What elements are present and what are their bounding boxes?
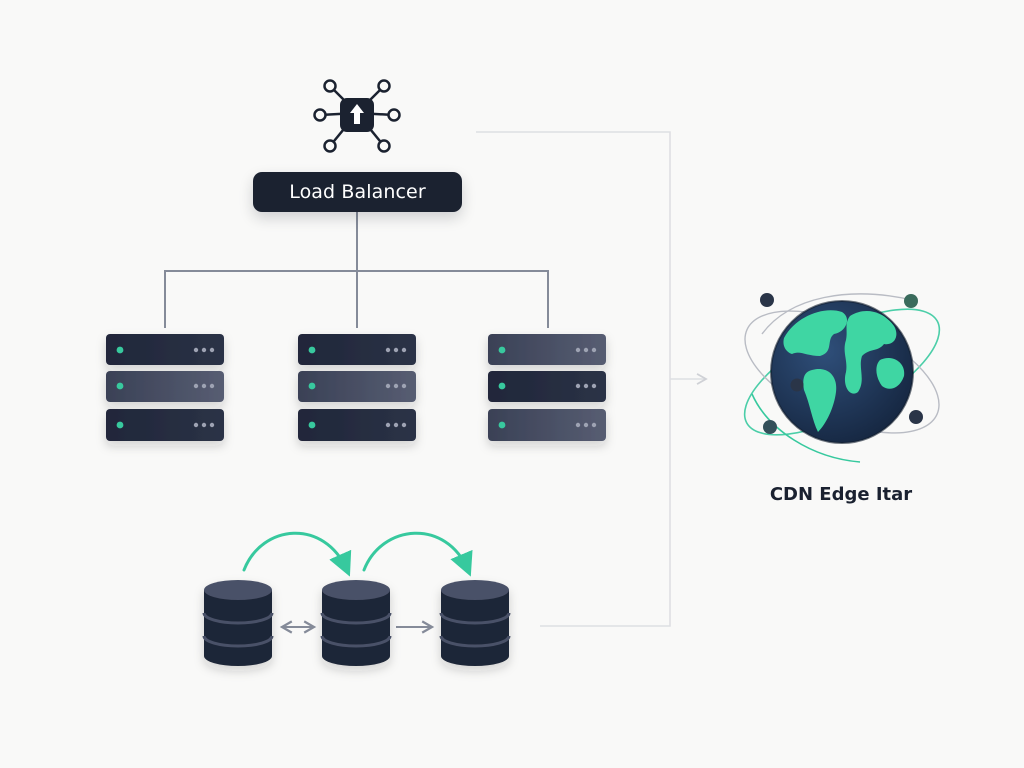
status-led: [308, 421, 316, 429]
load-balancer-label: Load Balancer: [253, 172, 462, 212]
status-led: [498, 421, 506, 429]
status-led: [116, 346, 124, 354]
database-2: [320, 580, 392, 666]
status-led: [116, 421, 124, 429]
server-rack-2: [298, 334, 416, 441]
database-1: [202, 580, 274, 666]
database-3: [439, 580, 511, 666]
network-hub-icon: [313, 79, 401, 153]
globe-icon: [743, 293, 941, 463]
status-led: [308, 382, 316, 390]
status-led: [498, 382, 506, 390]
server-rack-3: [488, 334, 606, 441]
cdn-edge-label: CDN Edge Itar: [769, 484, 913, 505]
load-balancer-connectors: [164, 212, 549, 328]
status-led: [498, 346, 506, 354]
replication-arrows: [242, 531, 473, 577]
server-rack-1: [106, 334, 224, 441]
status-led: [116, 382, 124, 390]
cdn-connector: [476, 131, 708, 627]
status-led: [308, 346, 316, 354]
